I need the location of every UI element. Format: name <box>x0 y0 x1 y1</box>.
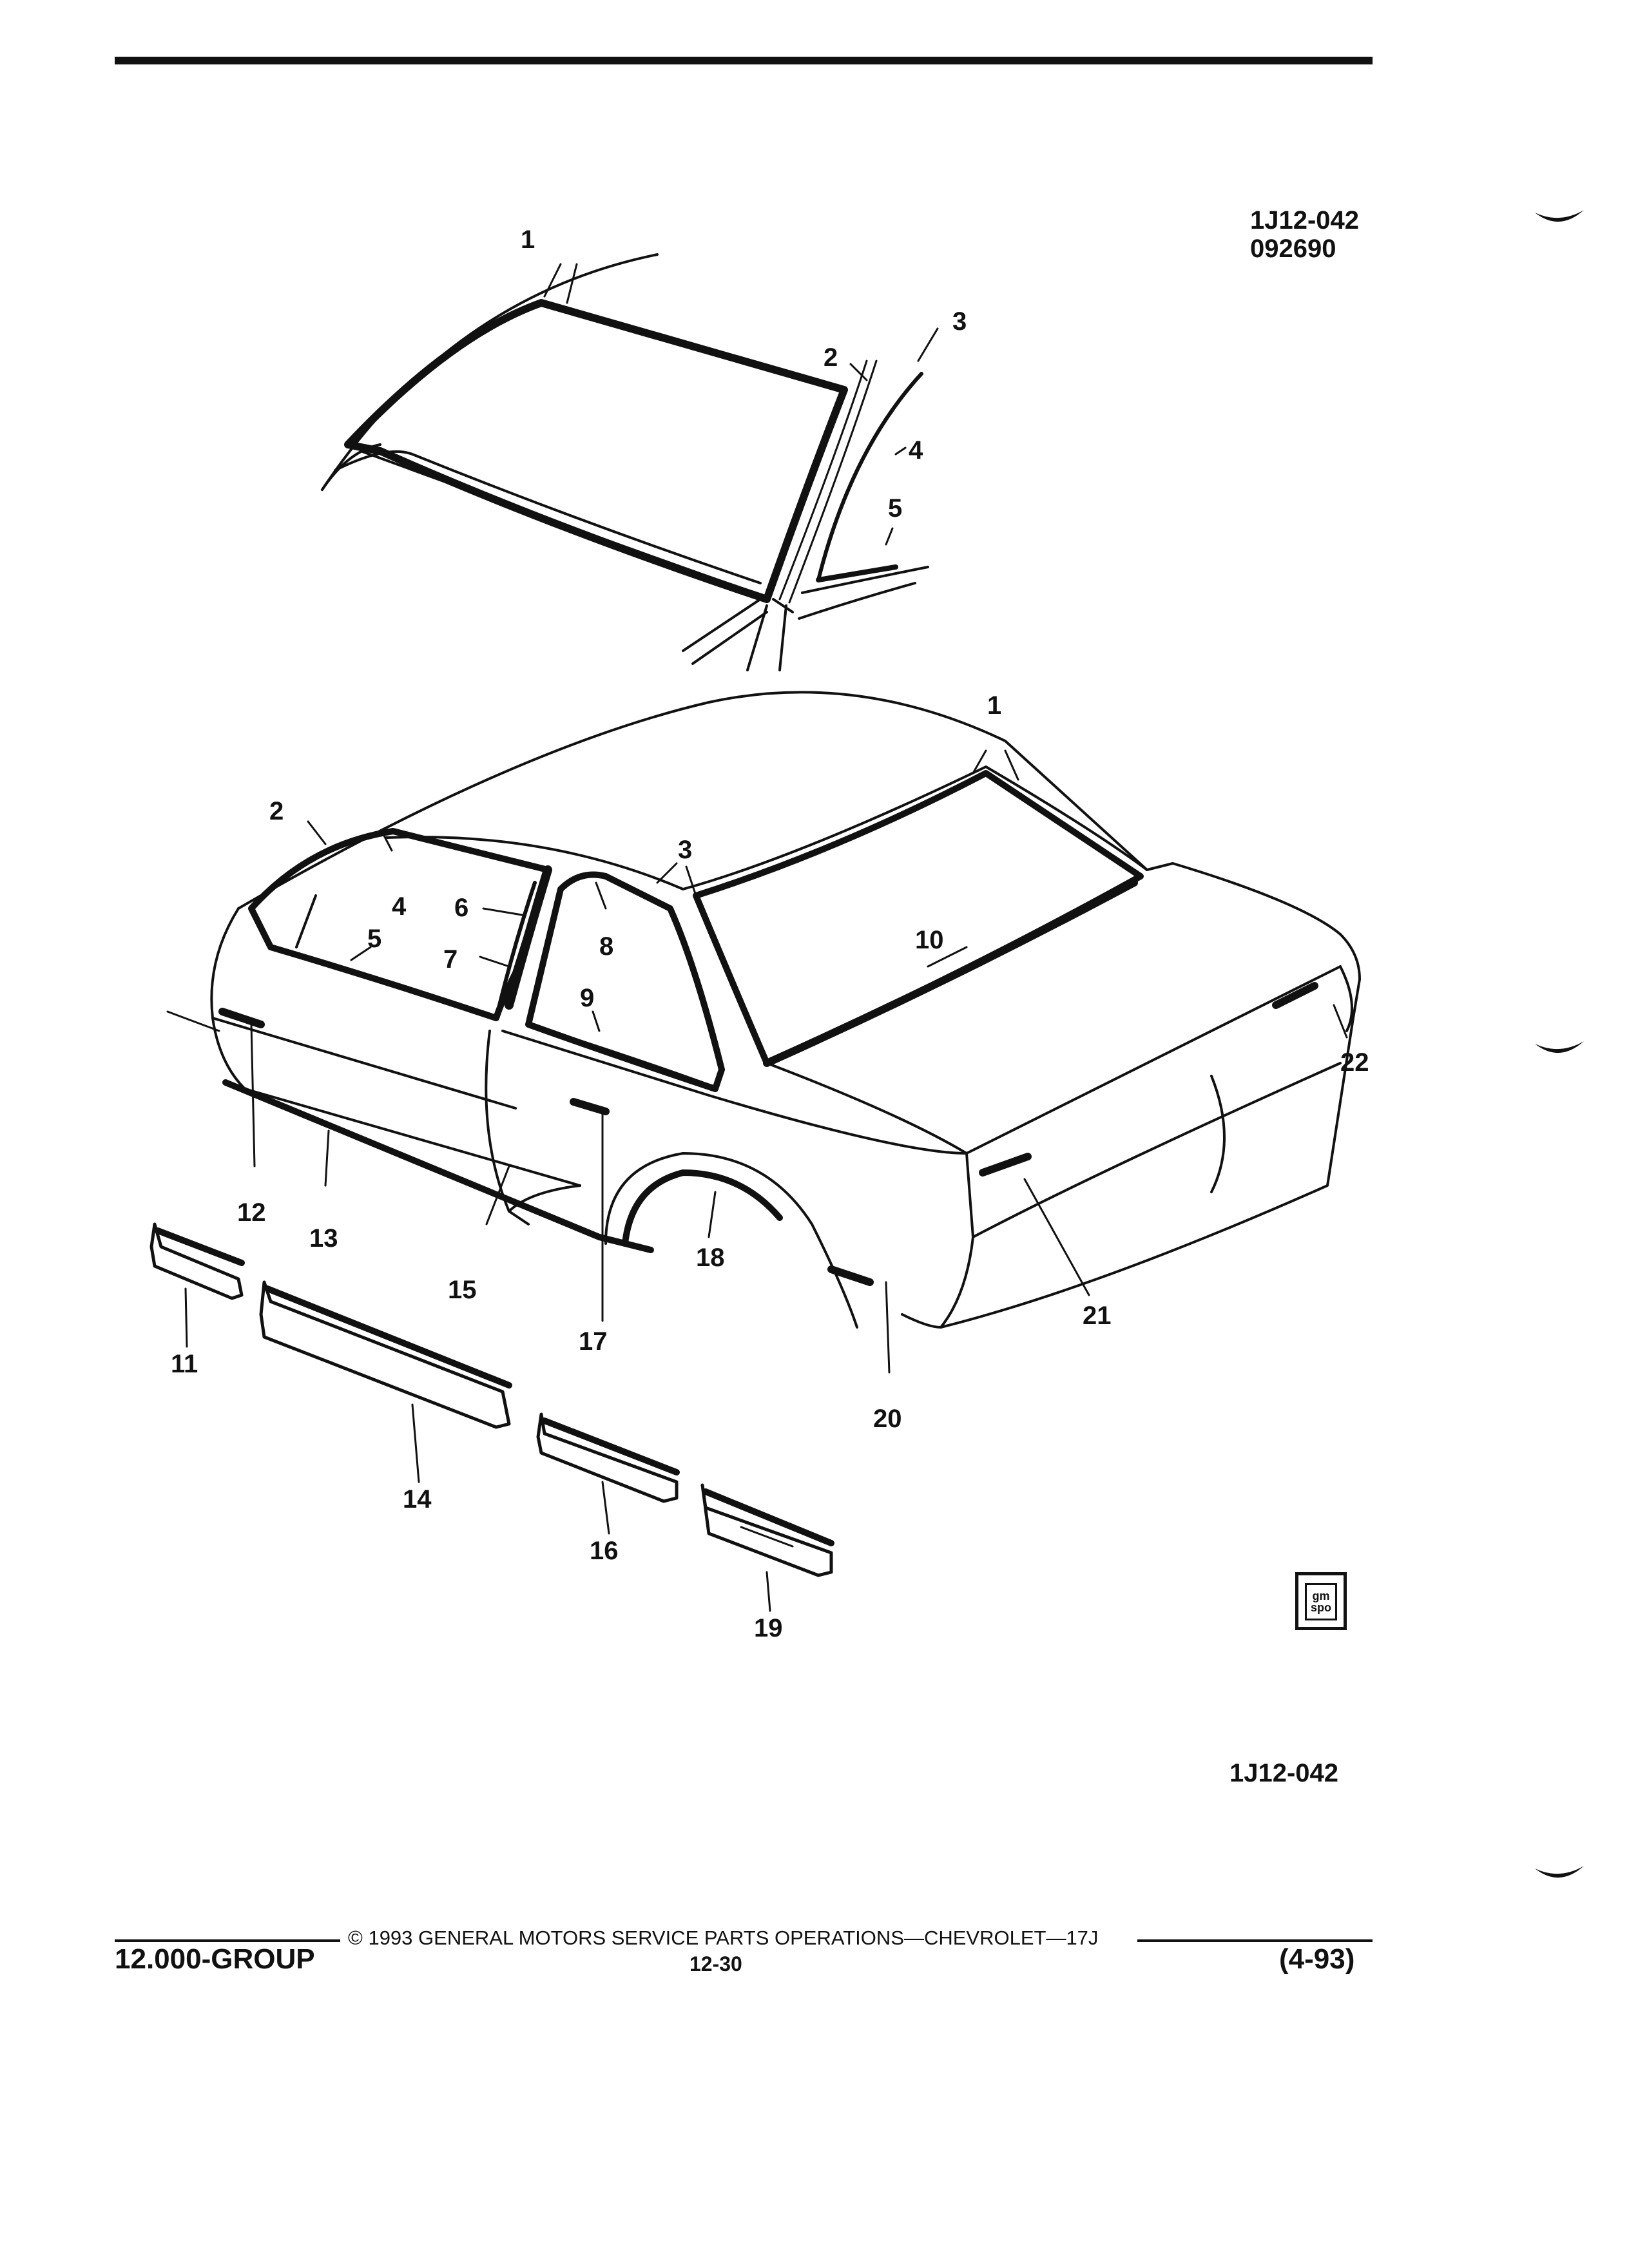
loose-moldings <box>149 1222 834 1577</box>
callout-10: 10 <box>915 926 944 954</box>
binding-mark-icon <box>1535 1866 1584 1878</box>
drawing-ref-line2: 092690 <box>1250 235 1336 263</box>
figure-id: 1J12-042 <box>1229 1759 1339 1787</box>
callout-labels: 1 2 3 4 5 1 2 3 4 5 6 7 8 9 10 11 12 13 … <box>171 226 1369 1642</box>
callout-13: 13 <box>309 1224 338 1253</box>
top-rule <box>115 57 1373 64</box>
callout-14: 14 <box>403 1485 432 1514</box>
footer-group: 12.000-GROUP <box>115 1943 315 1975</box>
gm-logo-text: gm <box>1312 1590 1330 1602</box>
binding-mark-icon <box>1535 1041 1584 1053</box>
callout-3b: 3 <box>678 836 692 864</box>
callout-5b: 5 <box>367 925 381 953</box>
callout-1b: 1 <box>987 691 1001 720</box>
callout-22: 22 <box>1340 1048 1369 1077</box>
car-body <box>166 691 1361 1329</box>
callout-4b: 4 <box>392 892 407 921</box>
callout-4a: 4 <box>909 436 923 465</box>
callout-21: 21 <box>1083 1302 1112 1330</box>
spo-logo-text: spo <box>1310 1601 1331 1614</box>
callout-12: 12 <box>237 1198 266 1227</box>
drawing-reference: 1J12-042 092690 <box>1250 206 1359 263</box>
footer-date: (4-93) <box>1279 1943 1355 1975</box>
callout-19: 19 <box>754 1614 783 1642</box>
callout-2a: 2 <box>824 343 838 372</box>
callout-8: 8 <box>599 932 613 961</box>
callout-9: 9 <box>580 984 594 1012</box>
callout-7: 7 <box>443 945 458 974</box>
gm-spo-logo: gm spo <box>1295 1572 1347 1630</box>
callout-17: 17 <box>579 1327 608 1356</box>
callout-6: 6 <box>454 894 468 922</box>
drawing-ref-line1: 1J12-042 <box>1250 206 1360 235</box>
callout-16: 16 <box>590 1537 619 1565</box>
callout-20: 20 <box>873 1405 902 1433</box>
gm-spo-logo-inner: gm spo <box>1305 1583 1337 1620</box>
callout-18: 18 <box>696 1244 725 1272</box>
callout-5a: 5 <box>888 494 902 523</box>
footer-copyright: © 1993 GENERAL MOTORS SERVICE PARTS OPER… <box>348 1927 1099 1949</box>
callout-2b: 2 <box>269 797 284 825</box>
callout-15: 15 <box>448 1276 477 1304</box>
leader-lines <box>184 263 1348 1612</box>
callout-3a: 3 <box>952 307 967 336</box>
binding-mark-icon <box>1535 210 1584 222</box>
parts-diagram: 1 2 3 4 5 1 2 3 4 5 6 7 8 9 10 11 12 13 … <box>149 226 1369 1642</box>
callout-11: 11 <box>171 1350 198 1378</box>
footer-page-number: 12-30 <box>689 1952 742 1975</box>
footer-rule-right <box>1137 1939 1373 1942</box>
windshield-detail <box>321 253 929 671</box>
callout-1a: 1 <box>521 226 535 254</box>
footer-rule-left <box>115 1939 340 1942</box>
